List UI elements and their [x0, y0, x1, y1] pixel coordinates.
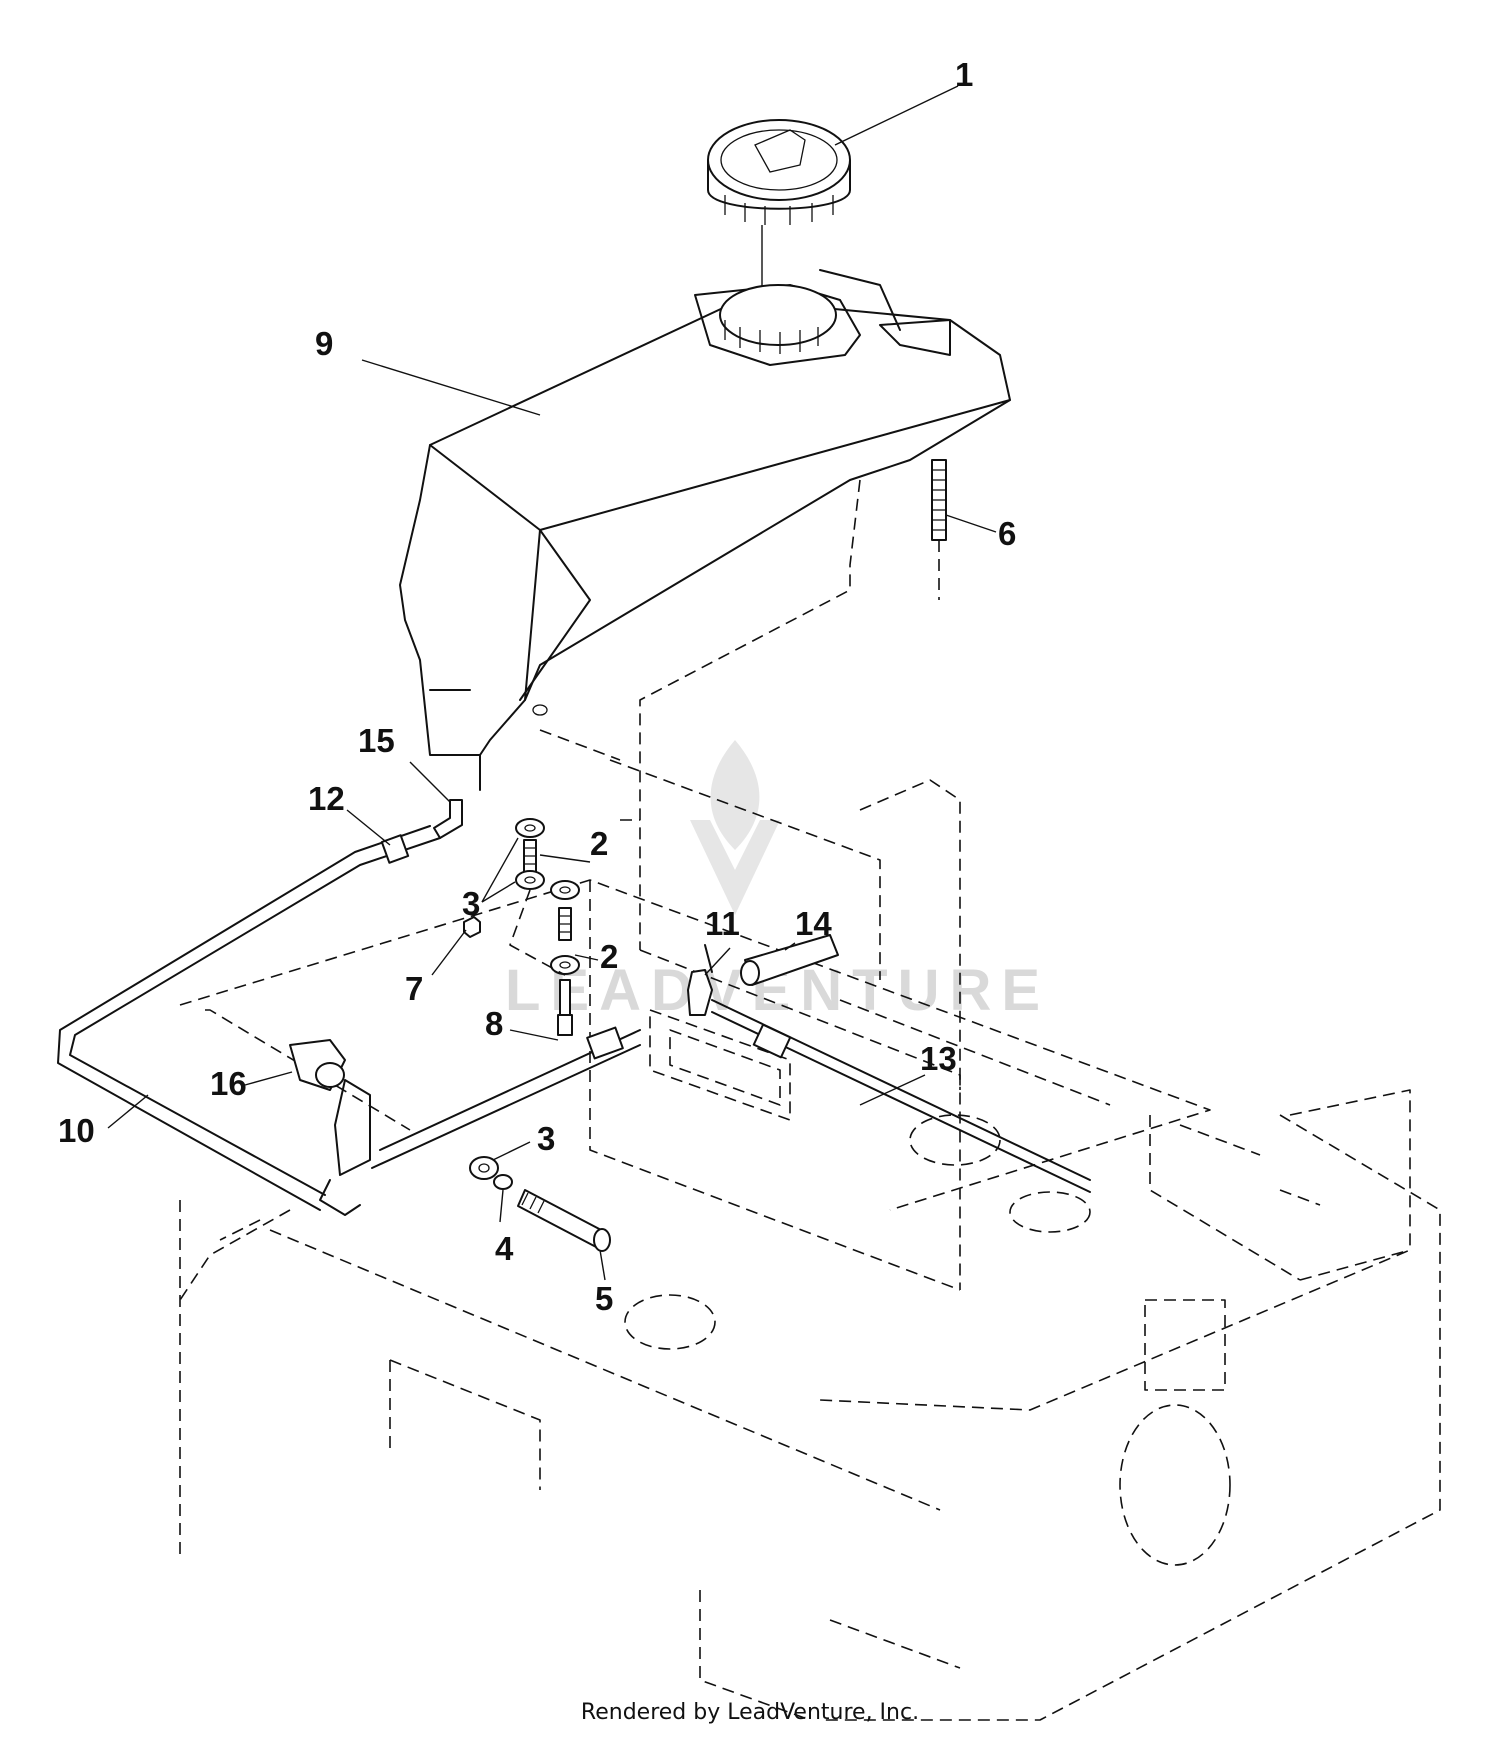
- leader-lines: [107, 85, 997, 1281]
- shutoff-valve: [687, 934, 839, 1016]
- crossbar: [371, 1026, 641, 1169]
- callout-1: 1: [955, 56, 973, 93]
- vent-routing: [639, 479, 861, 950]
- callout-2b: 2: [600, 938, 618, 975]
- fuel-line: [57, 825, 441, 1211]
- left-bracket: [179, 1009, 411, 1301]
- callout-15: 15: [358, 722, 395, 759]
- mount-hardware-lower: [550, 880, 580, 1036]
- callout-9: 9: [315, 325, 333, 362]
- footer-credit: Rendered by LeadVenture, Inc.: [580, 1700, 920, 1725]
- fuel-tank: [399, 269, 1011, 791]
- callout-5: 5: [595, 1280, 613, 1317]
- stud: [931, 459, 947, 541]
- fuel-cap: [707, 119, 851, 225]
- callout-4: 4: [495, 1230, 514, 1267]
- shoulder-bolt: [469, 1156, 611, 1252]
- fuel-line-13: [711, 999, 1091, 1193]
- mount-hardware-upper: [463, 818, 545, 938]
- callouts: 1 9 6 15 12 2 3 11 14 2 7 8 13 16 10 3 4…: [58, 56, 1016, 1317]
- hardware-routing: [509, 889, 566, 976]
- callout-16: 16: [210, 1065, 247, 1102]
- callout-7: 7: [405, 970, 423, 1007]
- callout-6: 6: [998, 515, 1016, 552]
- callout-11: 11: [705, 905, 740, 942]
- callout-2a: 2: [590, 825, 608, 862]
- side-plate: [819, 779, 1441, 1721]
- callout-12: 12: [308, 780, 345, 817]
- callout-3a: 3: [462, 885, 480, 922]
- callout-14: 14: [795, 905, 832, 942]
- callout-10: 10: [58, 1112, 95, 1149]
- mower-frame: [179, 759, 1231, 1721]
- callout-8: 8: [485, 1005, 503, 1042]
- callout-13: 13: [920, 1040, 957, 1077]
- callout-3b: 3: [537, 1120, 555, 1157]
- elbow-fitting: [433, 799, 463, 839]
- fuel-filter: [289, 1039, 346, 1091]
- tank-routing: [539, 729, 621, 761]
